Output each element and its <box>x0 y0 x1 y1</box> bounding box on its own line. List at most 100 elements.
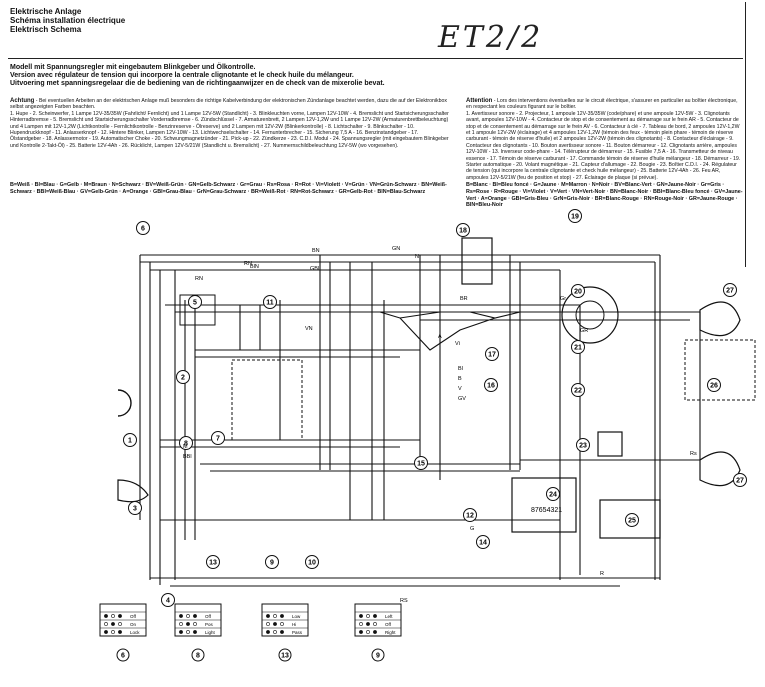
component-number: 5 <box>193 300 197 307</box>
component-number: 2 <box>181 375 185 382</box>
component-bubble <box>456 223 470 237</box>
wire-label: Vi <box>455 341 460 347</box>
flywheel-magneto <box>561 286 619 344</box>
connector-table-bubble <box>191 648 205 662</box>
connector-table-dot <box>366 630 370 634</box>
connector-table-dot <box>104 630 108 634</box>
connector-table-row: Off <box>130 614 137 619</box>
component-bubble <box>571 340 585 354</box>
component-bubble <box>211 431 225 445</box>
dashboard-outline <box>231 359 303 441</box>
notes-german: Achtung - Bei eventuellen Arbeiten an de… <box>10 98 450 149</box>
component-bubble <box>414 456 428 470</box>
connector-table-dot <box>266 630 270 634</box>
component-bubble <box>707 378 721 392</box>
connector-table-dot <box>186 630 190 634</box>
connector-table-dot <box>373 614 377 618</box>
component-number: 19 <box>571 214 579 221</box>
regulator-pins: 87654321 <box>531 507 562 514</box>
component-bubble <box>179 436 193 450</box>
connector-table-dot <box>280 622 284 626</box>
connector-table-dot <box>273 622 277 626</box>
component-bubble <box>136 221 150 235</box>
component-number: 20 <box>574 289 582 296</box>
connector-table-dot <box>373 630 377 634</box>
wire-label: RS <box>400 598 408 604</box>
connector-table-dot <box>118 630 122 634</box>
component-number: 23 <box>579 443 587 450</box>
wire-label: Bl <box>458 366 463 372</box>
header-title-nl: Elektrisch Schema <box>10 25 82 34</box>
connector-table-dot <box>179 614 183 618</box>
connector-table-dot <box>359 630 363 634</box>
wire-label: GBl <box>310 266 319 272</box>
component-bubble <box>723 283 737 297</box>
connector-table-bubble <box>116 648 130 662</box>
cdi-module-shape <box>597 431 623 457</box>
wire-label: RN <box>244 261 252 267</box>
connector-tables: OffOnLock6OffPosLight8LowHiPass13LeftOff… <box>99 603 402 662</box>
connector-table-dot <box>111 622 115 626</box>
connector-table-row: Lock <box>130 630 140 635</box>
component-bubble <box>206 555 220 569</box>
connector-table-dot <box>273 614 277 618</box>
component-bubble <box>265 555 279 569</box>
connector-table-dot <box>179 630 183 634</box>
component-number: 3 <box>133 506 137 513</box>
connector-table-row: Off <box>385 622 392 627</box>
key-switch-box <box>179 294 216 326</box>
component-number: 17 <box>488 352 496 359</box>
model-de: Modell mit Spannungsregler mit eingebaut… <box>10 64 256 71</box>
connector-table-row: Off <box>205 614 212 619</box>
wire-label: Gr <box>560 296 566 302</box>
wire-label: R <box>600 571 604 577</box>
connector-table-dot <box>186 622 190 626</box>
component-number: 22 <box>574 388 582 395</box>
wire-label: N <box>415 254 419 260</box>
component-bubble <box>161 593 175 607</box>
connector-table-dot <box>366 614 370 618</box>
connector-table-dot <box>193 614 197 618</box>
component-number: 16 <box>487 383 495 390</box>
wire-label: GN <box>392 246 400 252</box>
wire-label: BBl <box>183 454 192 460</box>
component-bubble <box>176 370 190 384</box>
flywheel-hub <box>575 300 605 330</box>
notes-german-title: Achtung <box>10 98 35 104</box>
connector-table-dot <box>193 630 197 634</box>
connector-table-dot <box>193 622 197 626</box>
component-number: 1 <box>128 438 132 445</box>
connector-table-bubble <box>371 648 385 662</box>
component-bubble <box>546 487 560 501</box>
component-bubble <box>484 378 498 392</box>
connector-table-dot <box>373 622 377 626</box>
component-bubble <box>463 508 477 522</box>
model-nl: Uitvoering met spanningsregelaar die de … <box>10 80 385 87</box>
component-bubble <box>188 295 202 309</box>
wire-label: BR <box>460 296 468 302</box>
wire-label: M <box>183 444 188 450</box>
header-title-de: Elektrische Anlage <box>10 7 82 16</box>
starter-motor-shape <box>461 237 493 285</box>
component-number: 9 <box>270 560 274 567</box>
rear-light-upper <box>699 301 741 337</box>
wire-label: G <box>470 526 474 532</box>
connector-table-dot <box>280 630 284 634</box>
connector-table-dot <box>280 614 284 618</box>
connector-table-id: 8 <box>196 653 200 660</box>
component-number: 25 <box>628 518 636 525</box>
component-number: 27 <box>726 288 734 295</box>
component-number: 8 <box>184 441 188 448</box>
wire-label: V <box>458 386 462 392</box>
connector-table-dot <box>359 622 363 626</box>
battery-box <box>599 499 661 539</box>
connector-table-dot <box>104 622 108 626</box>
component-number: 13 <box>209 560 217 567</box>
connector-table-dot <box>359 614 363 618</box>
connector-table-bubble <box>278 648 292 662</box>
wire-color-legend-de: B=Weiß · Bl=Blau · G=Gelb · M=Braun · N=… <box>10 182 447 195</box>
